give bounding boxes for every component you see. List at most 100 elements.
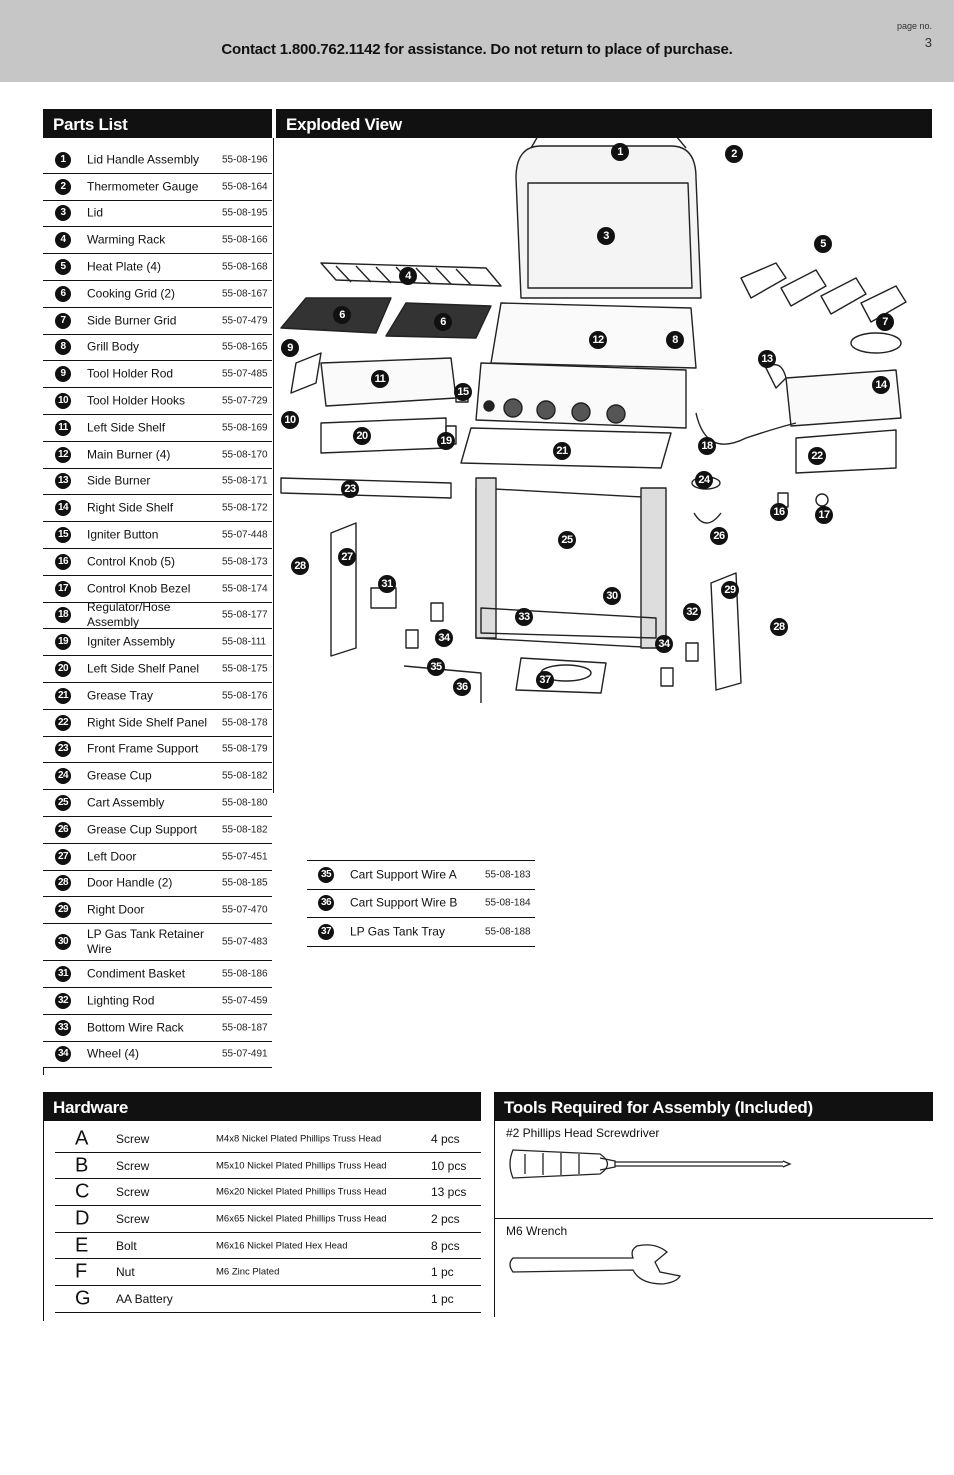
part-name: Thermometer Gauge xyxy=(87,179,199,194)
diagram-callout: 37 xyxy=(536,671,554,689)
hardware-quantity: 8 pcs xyxy=(431,1238,460,1253)
part-code: 55-08-186 xyxy=(222,968,268,980)
part-name: Lid xyxy=(87,205,104,220)
part-name: Grill Body xyxy=(87,339,140,354)
part-code: 55-08-171 xyxy=(222,475,268,487)
part-name: Grease Cup xyxy=(87,768,152,783)
diagram-callout: 28 xyxy=(770,618,788,636)
parts-row: 33 Bottom Wire Rack 55-08-187 xyxy=(43,1015,272,1042)
wrench-icon xyxy=(509,1244,681,1285)
lid-shape xyxy=(515,145,702,299)
part-number-badge: 33 xyxy=(55,1019,71,1036)
part-code: 55-07-459 xyxy=(222,995,268,1007)
tool-holder-shape xyxy=(290,352,322,394)
part-number-badge: 20 xyxy=(55,661,71,678)
part-number-badge: 22 xyxy=(55,714,71,731)
diagram-callout: 2 xyxy=(725,145,743,163)
screwdriver-icon xyxy=(509,1149,792,1179)
hardware-letter: A xyxy=(75,1127,89,1150)
part-code: 55-08-111 xyxy=(222,636,267,648)
hardware-description: M4x8 Nickel Plated Phillips Truss Head xyxy=(216,1133,382,1145)
diagram-callout: 20 xyxy=(353,427,371,445)
hardware-quantity: 4 pcs xyxy=(431,1131,460,1146)
diagram-callout: 31 xyxy=(378,575,396,593)
column-divider xyxy=(273,138,274,793)
left-door-shape xyxy=(330,522,357,657)
diagram-callout: 8 xyxy=(666,331,684,349)
exploded-view-heading: Exploded View xyxy=(276,109,932,138)
diagram-callout: 9 xyxy=(281,339,299,357)
part-name: Grease Tray xyxy=(87,688,154,703)
part-number-badge: 7 xyxy=(55,312,71,329)
hardware-type: Screw xyxy=(116,1158,150,1173)
part-number-badge: 4 xyxy=(55,232,71,249)
part-number-badge: 14 xyxy=(55,500,71,517)
hardware-quantity: 1 pc xyxy=(431,1265,454,1280)
hardware-type: AA Battery xyxy=(116,1291,173,1306)
diagram-callout: 14 xyxy=(872,376,890,394)
tools-divider xyxy=(494,1218,933,1219)
grease-tray-shape xyxy=(460,427,672,469)
tool-label-wrench: M6 Wrench xyxy=(506,1224,568,1238)
part-name: Cart Assembly xyxy=(87,795,165,810)
hardware-description: M6x20 Nickel Plated Phillips Truss Head xyxy=(216,1186,387,1198)
hardware-letter: C xyxy=(75,1180,90,1203)
part-name: Lid Handle Assembly xyxy=(87,152,200,167)
part-number-badge: 23 xyxy=(55,741,71,758)
tools-edge xyxy=(494,1121,495,1317)
part-number-badge: 1 xyxy=(55,151,71,168)
part-code: 55-08-172 xyxy=(222,502,268,514)
hardware-letter: B xyxy=(75,1154,89,1177)
part-name: Right Door xyxy=(87,902,145,917)
part-number-badge: 17 xyxy=(55,580,71,597)
diagram-callout: 16 xyxy=(770,503,788,521)
hardware-quantity: 2 pcs xyxy=(431,1211,460,1226)
parts-list-heading: Parts List xyxy=(43,109,272,138)
hardware-type: Screw xyxy=(116,1211,150,1226)
diagram-callout: 22 xyxy=(808,447,826,465)
part-code: 55-08-188 xyxy=(485,926,531,938)
diagram-callout: 26 xyxy=(710,527,728,545)
page-number-label: page no. xyxy=(896,21,932,31)
side-burner-grid-shape xyxy=(850,332,902,354)
parts-row: 1 Lid Handle Assembly 55-08-196 xyxy=(43,147,272,174)
hardware-edge xyxy=(43,1121,44,1321)
part-code: 55-08-175 xyxy=(222,663,268,675)
part-name: Left Side Shelf xyxy=(87,420,166,435)
part-code: 55-08-166 xyxy=(222,234,268,246)
hardware-letter: D xyxy=(75,1207,90,1230)
part-code: 55-08-183 xyxy=(485,869,531,881)
hardware-type: Bolt xyxy=(116,1238,137,1253)
part-code: 55-08-167 xyxy=(222,288,268,300)
part-name: Bottom Wire Rack xyxy=(87,1020,184,1035)
hardware-quantity: 10 pcs xyxy=(431,1158,467,1173)
exploded-view-diagram xyxy=(280,138,907,703)
diagram-callout: 24 xyxy=(695,471,713,489)
part-code: 55-07-485 xyxy=(222,368,268,380)
part-code: 55-08-187 xyxy=(222,1022,268,1034)
right-shelf-panel-shape xyxy=(795,429,897,474)
diagram-callout: 27 xyxy=(338,548,356,566)
part-code: 55-08-196 xyxy=(222,154,268,166)
part-code: 55-08-177 xyxy=(222,609,268,621)
part-number-badge: 9 xyxy=(55,366,71,383)
part-code: 55-08-176 xyxy=(222,690,268,702)
